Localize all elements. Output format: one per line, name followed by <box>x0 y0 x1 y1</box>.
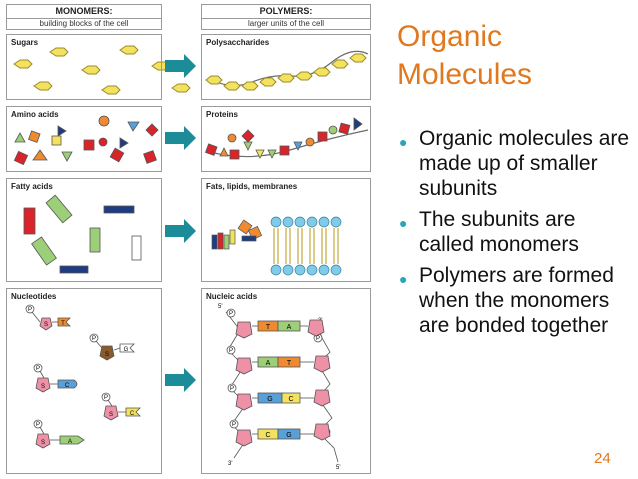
bullet-item: ● The subunits are called monomers <box>398 207 630 257</box>
proteins-panel: Proteins <box>201 106 371 172</box>
nucleic-acid-art: 5' 3' 3' 5' P P P P P P P P <box>218 304 340 471</box>
sugar-label: S <box>105 352 109 358</box>
phosphate-label: P <box>36 366 40 372</box>
monomers-header-title: MONOMERS: <box>55 6 113 16</box>
base-label: A <box>68 439 72 445</box>
nucleotide-4: P S C <box>101 392 141 421</box>
nucleotide-2: P S G <box>89 333 135 361</box>
phosphate-label: P <box>104 395 108 401</box>
fatty-acids-art <box>23 194 142 274</box>
slide-title: Organic Molecules <box>397 18 627 94</box>
amino-acids-art <box>13 115 159 166</box>
polymers-header-subtitle: larger units of the cell <box>202 18 370 29</box>
pair-1-right: A <box>287 324 292 331</box>
nucleotide-5: P S A <box>33 419 85 449</box>
sugar-label: S <box>44 322 48 328</box>
phosphate-label: P <box>230 386 234 392</box>
nucleotides-art: P S T P S G P S C <box>25 304 141 449</box>
monomer-polymer-diagram: P S T P S G P S C <box>13 45 369 471</box>
sugar-monomers <box>13 45 191 95</box>
phosphate-label: P <box>229 348 233 354</box>
base-label: G <box>124 347 129 353</box>
nucleotides-label: Nucleotides <box>11 292 57 301</box>
sugar-label: S <box>41 384 45 390</box>
bullet-text: Polymers are formed when the monomers ar… <box>419 264 614 337</box>
slide-title-line2: Molecules <box>397 58 533 91</box>
nucleic-acids-panel: Nucleic acids <box>201 288 371 474</box>
fatty-acids-panel: Fatty acids <box>6 178 162 282</box>
arrow-icon <box>165 219 196 243</box>
base-label: C <box>130 411 135 417</box>
bullet-text: The subunits are called monomers <box>419 208 579 256</box>
nucleotides-panel: Nucleotides <box>6 288 162 474</box>
page-number: 24 <box>594 450 611 467</box>
lipids-panel: Fats, lipids, membranes <box>201 178 371 282</box>
polymers-header: POLYMERS: larger units of the cell <box>201 4 371 30</box>
protein-chain-art <box>205 117 369 160</box>
end-3-bottom-label: 3' <box>228 461 232 467</box>
bullet-list: ● Organic molecules are made up of smalle… <box>398 126 630 344</box>
polysaccharides-panel: Polysaccharides <box>201 34 371 100</box>
phosphate-label: P <box>36 422 40 428</box>
amino-acids-label: Amino acids <box>11 110 59 119</box>
sugars-art <box>13 45 369 95</box>
lipids-label: Fats, lipids, membranes <box>206 182 298 191</box>
polysaccharides-label: Polysaccharides <box>206 38 270 47</box>
end-5-bottom-label: 5' <box>336 465 340 471</box>
phosphate-label: P <box>28 307 32 313</box>
nucleotide-1: P S T <box>25 304 71 331</box>
bullet-item: ● Polymers are formed when the monomers a… <box>398 263 630 338</box>
bullet-text: Organic molecules are made up of smaller… <box>419 127 630 200</box>
sugars-label: Sugars <box>11 38 39 47</box>
pair-1-left: T <box>266 324 271 331</box>
bullet-item: ● Organic molecules are made up of smalle… <box>398 126 630 201</box>
monomers-header: MONOMERS: building blocks of the cell <box>6 4 162 30</box>
polymers-header-title: POLYMERS: <box>259 6 313 16</box>
slide-title-line1: Organic <box>397 20 503 53</box>
sugar-label: S <box>41 440 45 446</box>
pair-4-right: G <box>286 432 291 439</box>
sugar-label: S <box>109 412 113 418</box>
amino-acids-panel: Amino acids <box>6 106 162 172</box>
base-label: C <box>65 383 70 389</box>
nucleic-acids-label: Nucleic acids <box>206 292 258 301</box>
fatty-acids-label: Fatty acids <box>11 182 53 191</box>
monomers-header-subtitle: building blocks of the cell <box>7 18 161 29</box>
arrow-icon <box>165 368 196 392</box>
arrow-icon <box>165 54 196 78</box>
pair-4-left: C <box>265 432 270 439</box>
pair-3-right: C <box>288 396 293 403</box>
bullet-dot-icon: ● <box>399 215 408 231</box>
nucleotide-3: P S C <box>33 363 78 393</box>
phosphate-label: P <box>229 311 233 317</box>
arrows <box>165 54 196 392</box>
end-5-top-label: 5' <box>218 304 222 310</box>
pair-3-left: G <box>267 396 272 403</box>
sugar-chain <box>205 50 369 91</box>
phosphate-label: P <box>232 422 236 428</box>
bullet-dot-icon: ● <box>399 134 408 150</box>
pair-2-right: T <box>287 360 292 367</box>
base-label: T <box>61 321 65 327</box>
proteins-label: Proteins <box>206 110 239 119</box>
sugars-panel: Sugars <box>6 34 162 100</box>
pair-2-left: A <box>266 360 271 367</box>
phosphate-label: P <box>92 336 96 342</box>
arrow-icon <box>165 126 196 150</box>
lipids-membrane-art <box>211 216 342 276</box>
bullet-dot-icon: ● <box>399 271 408 287</box>
phosphate-label: P <box>316 336 320 342</box>
